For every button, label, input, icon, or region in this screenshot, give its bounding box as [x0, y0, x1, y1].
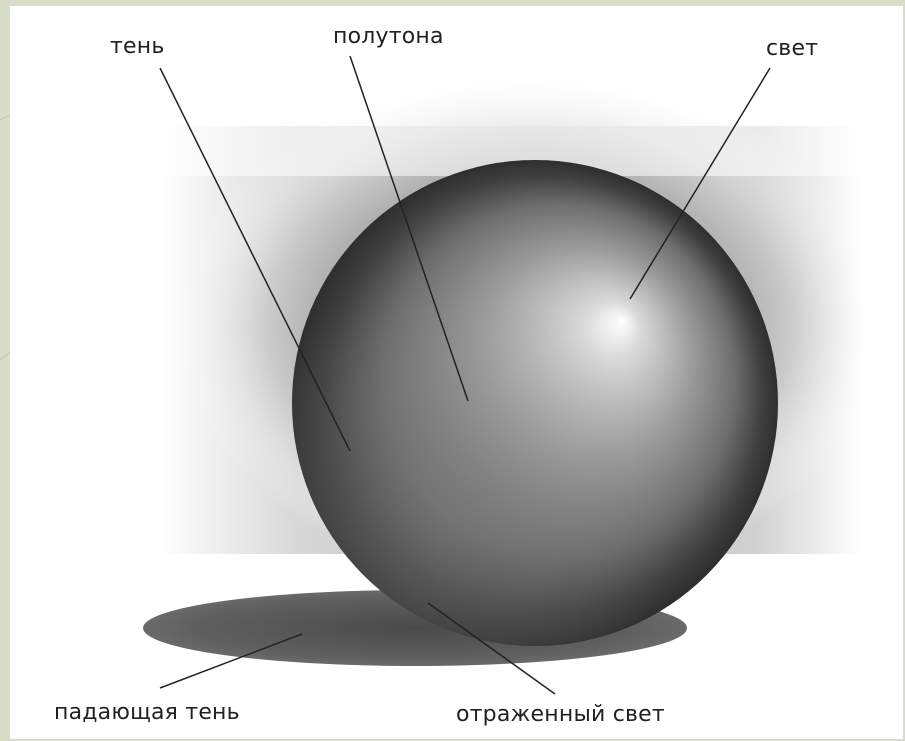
sphere-illustration [10, 6, 903, 739]
label-cast-shadow: падающая тень [54, 700, 240, 725]
illustration-panel: тень полутона свет падающая тень отражен… [10, 6, 903, 739]
sphere-reflected-light [292, 160, 778, 646]
label-shadow: тень [110, 34, 165, 59]
label-halftone: полутона [333, 24, 444, 49]
label-reflected-light: отраженный свет [456, 702, 665, 727]
label-light: свет [766, 36, 818, 61]
wall-top-fade [10, 6, 903, 176]
